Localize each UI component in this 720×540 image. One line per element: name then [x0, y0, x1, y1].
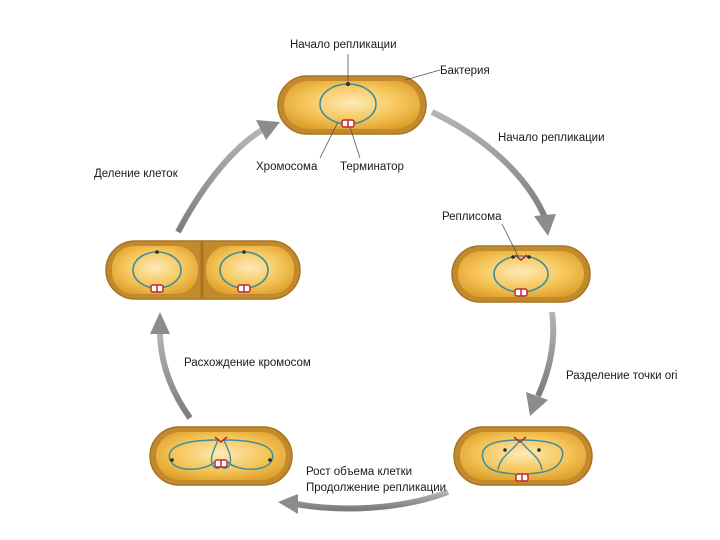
- label-chromosome-segregation: Расхождение кромосом: [184, 357, 311, 369]
- replisome-marker: [513, 436, 527, 444]
- terminator-marker: [514, 288, 528, 297]
- terminator-marker: [214, 459, 228, 468]
- terminator-marker-right: [237, 284, 251, 293]
- cycle-arrow-2: [526, 311, 557, 416]
- cycle-arrow-5: [175, 120, 280, 234]
- cycle-arrow-3: [278, 489, 450, 514]
- cell-left-upper-dividing: [105, 240, 301, 300]
- replisome-marker: [514, 254, 528, 262]
- cell-left-lower: [149, 426, 293, 486]
- terminator-marker-left: [150, 284, 164, 293]
- cycle-arrow-1: [430, 109, 556, 236]
- label-terminator: Терминатор: [340, 161, 404, 173]
- terminator-marker: [341, 119, 355, 128]
- label-origin-top: Начало репликации: [290, 39, 397, 51]
- label-bacterium: Бактерия: [440, 65, 490, 77]
- cycle-arrow-4: [150, 312, 193, 420]
- label-continued-replication: Продолжение репликации: [306, 482, 446, 494]
- label-replisome: Реплисома: [442, 211, 502, 223]
- cell-right-lower: [453, 426, 593, 486]
- cell-right-upper: [451, 223, 591, 303]
- label-ori-separation: Разделение точки ori: [566, 370, 677, 382]
- cell-top: [277, 54, 441, 159]
- label-replication-start: Начало репликации: [498, 132, 605, 144]
- terminator-marker: [515, 473, 529, 482]
- label-chromosome: Хромосома: [256, 161, 318, 173]
- chromosome-strand: [168, 439, 274, 470]
- label-growth: Рост объема клетки: [306, 466, 412, 478]
- replisome-marker: [214, 436, 228, 444]
- label-cell-division: Деление клеток: [94, 168, 179, 180]
